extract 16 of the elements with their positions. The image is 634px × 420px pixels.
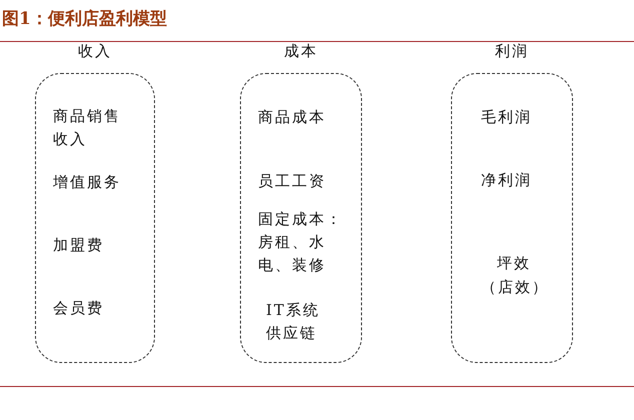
item-text: IT系统供应链 — [266, 300, 321, 344]
item-text: 毛利润 — [481, 107, 533, 128]
item-text: 净利润 — [481, 170, 533, 191]
item-text: 商品销售收入 — [53, 106, 122, 150]
item-text: 坪效 — [497, 253, 532, 274]
item-text: （店效） — [481, 277, 550, 298]
item-text: 会员费 — [53, 298, 105, 319]
item-text: 增值服务 — [53, 172, 122, 193]
figure-title: 图1：便利店盈利模型 — [2, 8, 167, 30]
item-text: 员工工资 — [258, 171, 327, 192]
item-text: 固定成本：房租、水电、装修 — [258, 209, 344, 276]
column-heading: 成本 — [283, 42, 319, 61]
item-text: 加盟费 — [53, 235, 105, 256]
column-heading: 利润 — [494, 42, 530, 61]
column-heading: 收入 — [77, 42, 113, 61]
item-text: 商品成本 — [258, 107, 327, 128]
